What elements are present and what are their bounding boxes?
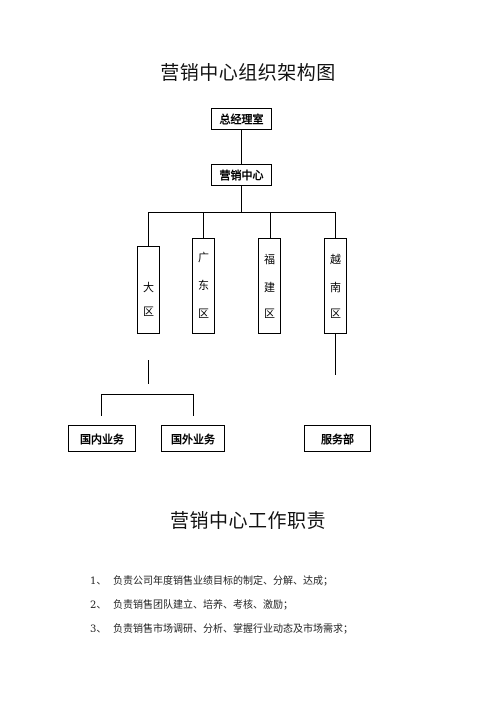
item-text: 负责销售团队建立、培养、考核、激励；	[113, 600, 293, 611]
connector-line	[203, 212, 204, 238]
region-char: 区	[264, 307, 275, 320]
general-manager-office-box: 总经理室	[211, 108, 272, 130]
connector-line	[148, 360, 149, 384]
item-number: 3、	[90, 624, 107, 635]
region-box-vietnam: 越 南 区	[324, 238, 347, 334]
region-char: 福	[264, 253, 275, 266]
service-department-box: 服务部	[304, 425, 371, 452]
item-text: 负责公司年度销售业绩目标的制定、分解、达成；	[113, 576, 333, 587]
region-char: 区	[143, 305, 154, 318]
region-char: 区	[198, 307, 209, 320]
list-item: 2、负责销售团队建立、培养、考核、激励；	[90, 594, 353, 618]
region-box-da: 大 区	[137, 246, 160, 334]
region-char: 广	[198, 251, 209, 264]
region-char: 东	[198, 279, 209, 292]
connector-line	[270, 212, 271, 238]
list-item: 3、负责销售市场调研、分析、掌握行业动态及市场需求；	[90, 618, 353, 642]
connector-line	[335, 212, 336, 238]
connector-line	[101, 394, 102, 416]
region-char: 区	[330, 307, 341, 320]
region-char: 建	[264, 281, 275, 294]
connector-line	[148, 212, 149, 246]
region-box-guangdong: 广 东 区	[192, 238, 215, 334]
domestic-business-box: 国内业务	[68, 425, 136, 452]
connector-line	[335, 334, 336, 375]
item-number: 2、	[90, 600, 107, 611]
item-number: 1、	[90, 576, 107, 587]
region-char: 大	[143, 281, 154, 294]
duties-list: 1、负责公司年度销售业绩目标的制定、分解、达成； 2、负责销售团队建立、培养、考…	[90, 570, 353, 642]
connector-line	[101, 394, 194, 395]
connector-line	[193, 394, 194, 416]
item-text: 负责销售市场调研、分析、掌握行业动态及市场需求；	[113, 624, 353, 635]
duties-title: 营销中心工作职责	[169, 510, 326, 532]
region-box-fujian: 福 建 区	[258, 238, 281, 334]
connector-line	[241, 130, 242, 164]
region-char: 越	[330, 253, 341, 266]
marketing-center-box: 营销中心	[211, 164, 272, 186]
region-char: 南	[330, 281, 341, 294]
connector-line	[241, 186, 242, 212]
org-chart-title: 营销中心组织架构图	[160, 62, 336, 84]
list-item: 1、负责公司年度销售业绩目标的制定、分解、达成；	[90, 570, 353, 594]
overseas-business-box: 国外业务	[161, 425, 225, 452]
connector-line	[148, 212, 336, 213]
